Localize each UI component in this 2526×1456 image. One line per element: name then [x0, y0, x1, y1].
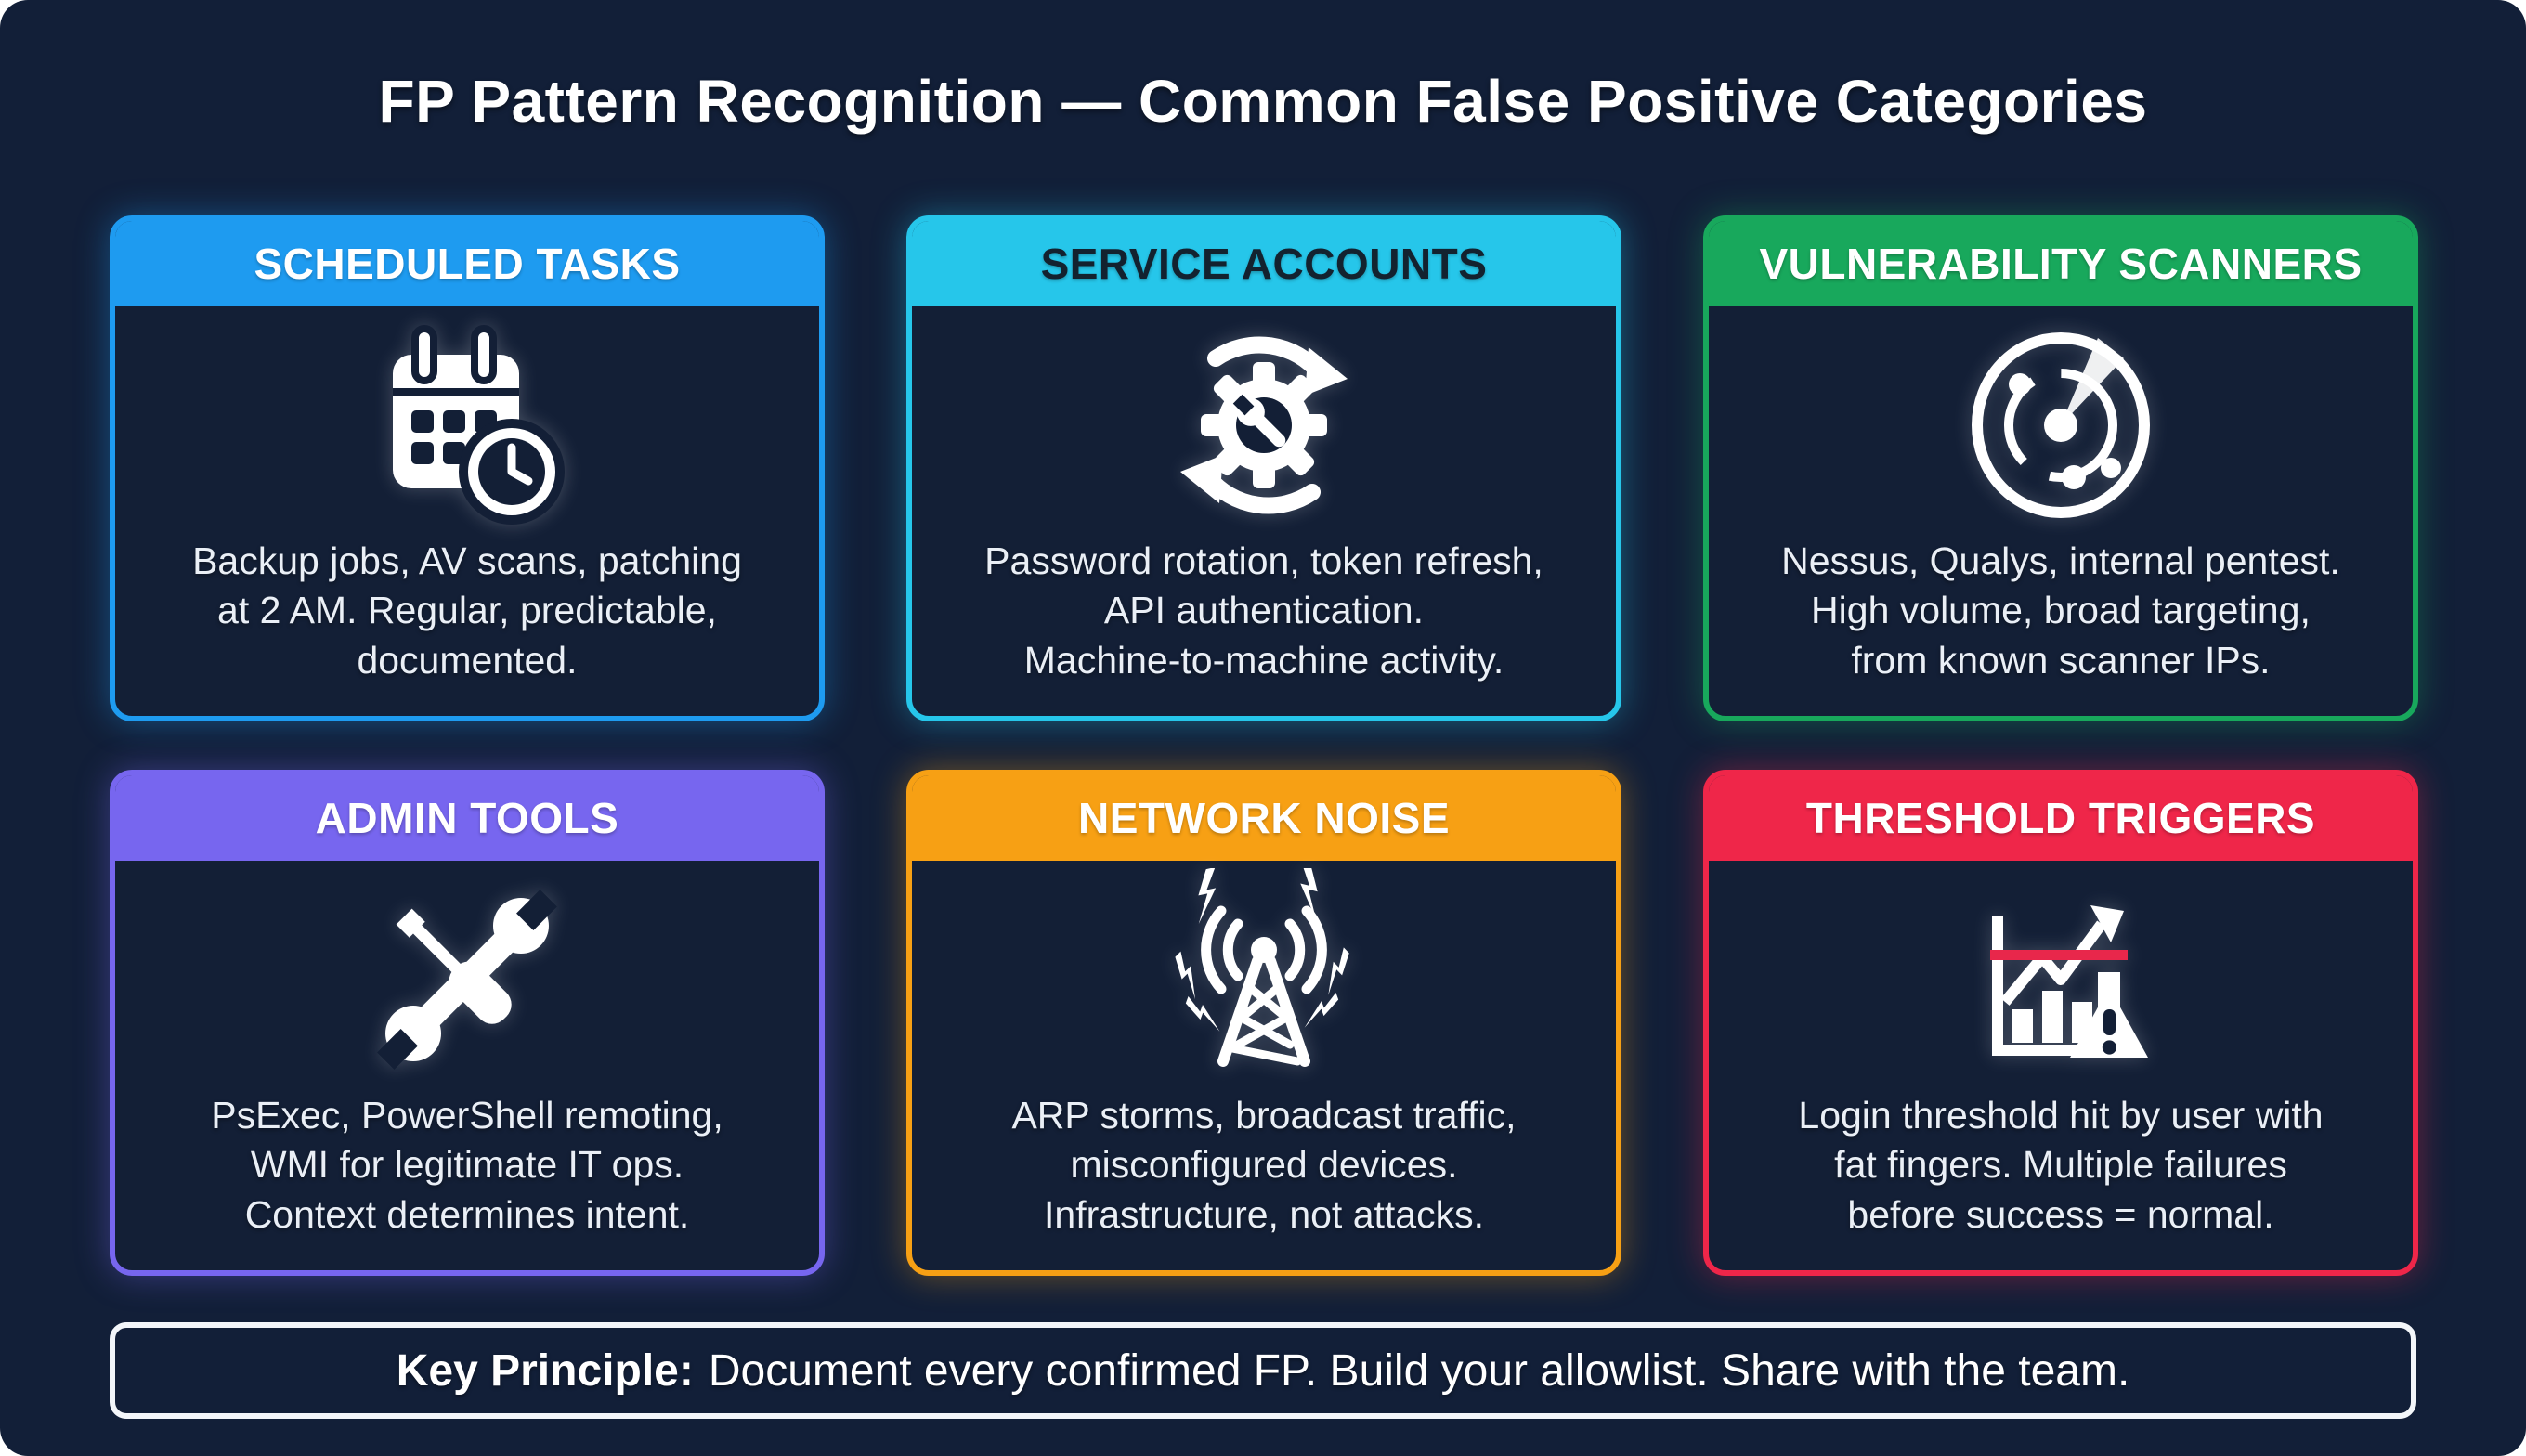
card-description: Login threshold hit by user with fat fin…	[1798, 1094, 2324, 1236]
crossed-tools-icon	[351, 861, 583, 1091]
calendar-clock-icon	[351, 306, 583, 537]
card-description: Nessus, Qualys, internal pentest. High v…	[1781, 540, 2340, 682]
radar-icon	[1945, 306, 2177, 537]
page-title: FP Pattern Recognition — Common False Po…	[378, 68, 2148, 135]
category-grid: SCHEDULED TASKS	[110, 215, 2418, 1276]
card-vulnerability-scanners: VULNERABILITY SCANNERS Nessus, Qualys, i…	[1703, 215, 2418, 722]
card-body: Password rotation, token refresh, API au…	[912, 306, 1616, 716]
card-header: SCHEDULED TASKS	[115, 221, 819, 306]
radio-tower-icon	[1148, 861, 1380, 1091]
threshold-chart-icon	[1945, 861, 2177, 1091]
card-header: THRESHOLD TRIGGERS	[1709, 775, 2413, 861]
card-body: Login threshold hit by user with fat fin…	[1709, 861, 2413, 1270]
card-body: PsExec, PowerShell remoting, WMI for leg…	[115, 861, 819, 1270]
card-body: Nessus, Qualys, internal pentest. High v…	[1709, 306, 2413, 716]
card-description: ARP storms, broadcast traffic, misconfig…	[1011, 1094, 1517, 1236]
card-header: VULNERABILITY SCANNERS	[1709, 221, 2413, 306]
key-principle-text: Document every confirmed FP. Build your …	[708, 1346, 2130, 1396]
key-principle-bar: Key Principle: Document every confirmed …	[110, 1322, 2416, 1419]
card-description: Backup jobs, AV scans, patching at 2 AM.…	[192, 540, 742, 682]
card-admin-tools: ADMIN TOOLS	[110, 770, 825, 1276]
card-header: SERVICE ACCOUNTS	[912, 221, 1616, 306]
sync-gear-icon	[1148, 306, 1380, 537]
card-body: Backup jobs, AV scans, patching at 2 AM.…	[115, 306, 819, 716]
card-header: NETWORK NOISE	[912, 775, 1616, 861]
card-description: Password rotation, token refresh, API au…	[984, 540, 1543, 682]
card-body: ARP storms, broadcast traffic, misconfig…	[912, 861, 1616, 1270]
card-header: ADMIN TOOLS	[115, 775, 819, 861]
card-service-accounts: SERVICE ACCOUNTS	[906, 215, 1621, 722]
key-principle-label: Key Principle:	[396, 1346, 694, 1396]
card-network-noise: NETWORK NOISE	[906, 770, 1621, 1276]
card-threshold-triggers: THRESHOLD TRIGGERS	[1703, 770, 2418, 1276]
card-scheduled-tasks: SCHEDULED TASKS	[110, 215, 825, 722]
card-description: PsExec, PowerShell remoting, WMI for leg…	[211, 1094, 723, 1236]
